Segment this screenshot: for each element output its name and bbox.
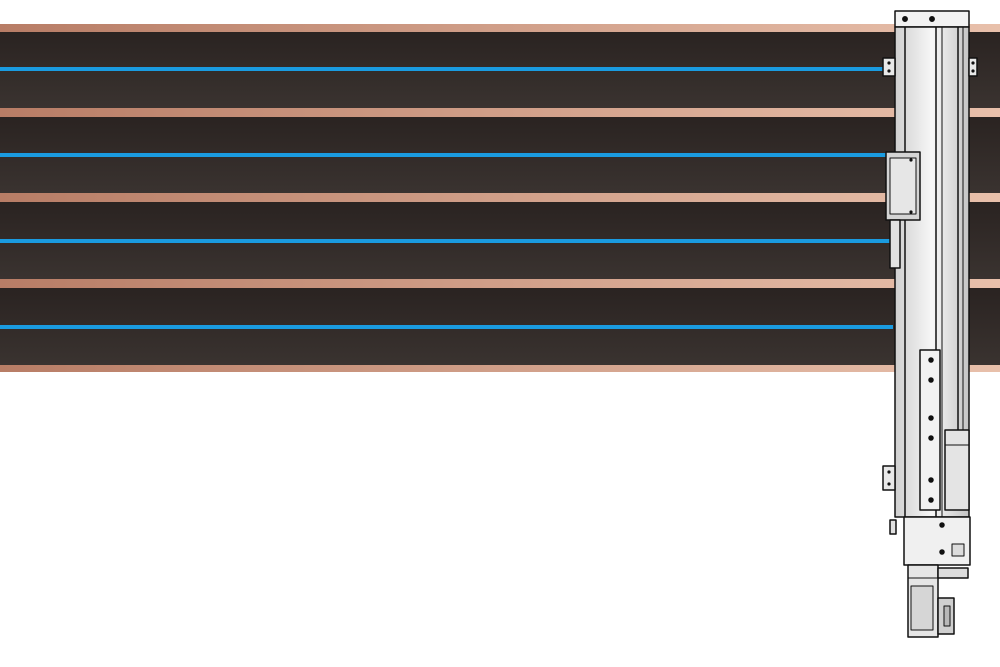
screw-icon <box>939 522 945 528</box>
screw-icon <box>928 435 934 441</box>
copper-strip <box>0 193 1000 202</box>
screw-icon <box>929 16 935 22</box>
connector <box>937 567 969 579</box>
copper-strip <box>0 108 1000 117</box>
guide-block <box>944 429 970 511</box>
screw-icon <box>928 477 934 483</box>
mount-bracket <box>889 219 901 269</box>
copper-strip <box>0 24 1000 32</box>
led-line-1 <box>0 67 893 71</box>
screw-icon <box>939 549 945 555</box>
copper-strip <box>0 279 1000 288</box>
screw-icon <box>928 497 934 503</box>
mount-bracket <box>882 57 896 77</box>
carriage-plate <box>919 349 941 511</box>
linear-actuator <box>882 10 978 638</box>
led-line-3 <box>0 239 893 243</box>
mount-bracket <box>968 57 978 77</box>
screw-icon <box>902 16 908 22</box>
panel-stack <box>0 24 1000 372</box>
screw-icon <box>928 357 934 363</box>
led-line-2 <box>0 153 893 157</box>
copper-strip <box>0 365 1000 372</box>
screw-icon <box>928 377 934 383</box>
led-line-4 <box>0 325 893 329</box>
clip <box>889 519 897 535</box>
screw-icon <box>928 415 934 421</box>
motor-housing <box>903 516 971 566</box>
mount-bracket <box>882 465 896 491</box>
